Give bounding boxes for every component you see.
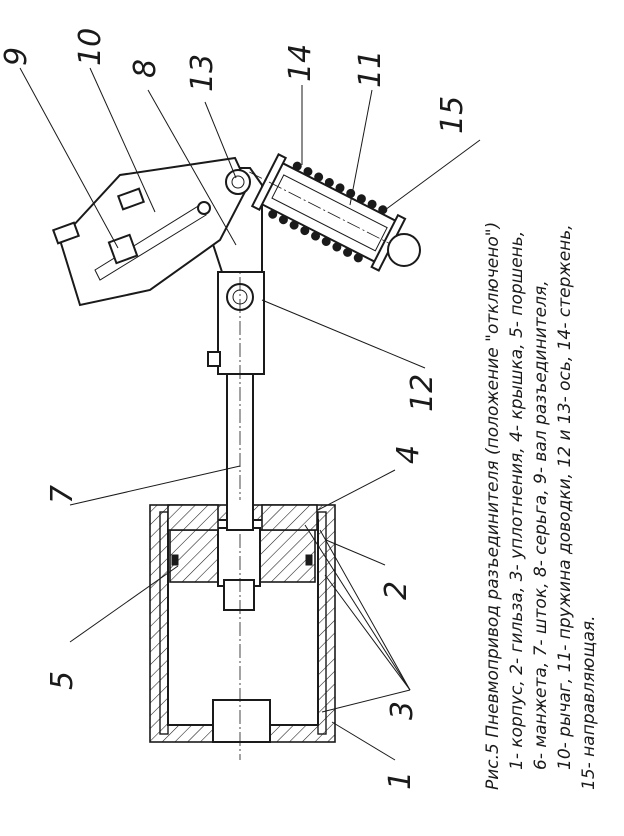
callout-7: 7 (45, 485, 80, 504)
piston-rod (207, 255, 265, 531)
callout-8: 8 (128, 59, 163, 78)
spring-coils (268, 161, 388, 263)
caption-title: Рис.5 Пневмопривод разъединителя (положе… (483, 222, 503, 790)
callout-10: 10 (73, 28, 108, 66)
clevis-and-lever (51, 156, 263, 307)
callout-11: 11 (353, 50, 388, 88)
cylinder-body (149, 490, 336, 760)
caption-legend-line-4: 15- направляющая. (579, 615, 599, 790)
caption-legend-line-1: 1- корпус, 2- гильза, 3- уплотнения, 4- … (507, 231, 527, 770)
figure-caption: Рис.5 Пневмопривод разъединителя (положе… (483, 222, 599, 790)
callout-1: 1 (383, 771, 418, 790)
spring-assembly (249, 153, 421, 272)
callout-5: 5 (45, 671, 80, 690)
callout-15: 15 (435, 96, 470, 134)
callout-12: 12 (405, 374, 440, 412)
callout-13: 13 (185, 54, 220, 92)
callout-9: 9 (0, 47, 34, 66)
callout-labels: 9 10 8 13 14 11 15 12 4 7 2 5 3 1 (0, 28, 470, 790)
callout-14: 14 (283, 44, 318, 82)
callout-2: 2 (379, 581, 414, 600)
callout-4: 4 (391, 445, 426, 464)
caption-legend-line-2: 6- манжета, 7- шток, 8- серьга, 9- вал р… (531, 280, 551, 770)
leader-lines (19, 67, 481, 761)
callout-3: 3 (385, 701, 420, 720)
caption-legend-line-3: 10- рычаг, 11- пружина доводки, 12 и 13-… (555, 224, 575, 770)
